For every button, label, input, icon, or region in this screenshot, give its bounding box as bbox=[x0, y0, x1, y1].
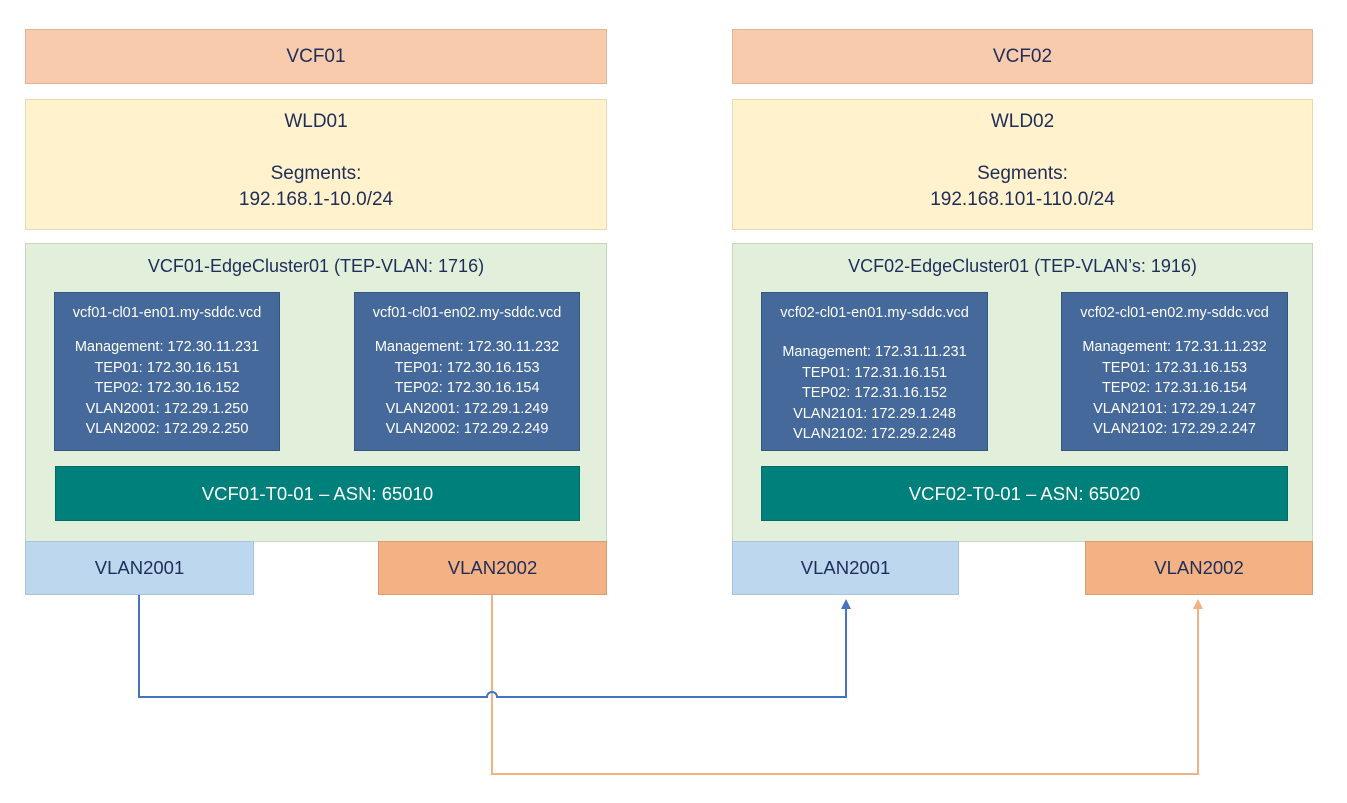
t0-gateway-label: VCF02-T0-01 – ASN: 65020 bbox=[908, 482, 1141, 504]
wld02-segments-label: Segments: bbox=[977, 163, 1068, 184]
vcf01-box: VCF01 bbox=[25, 29, 607, 84]
edge-node-tep01: TEP01: 172.31.16.151 bbox=[801, 364, 948, 381]
edge-node-vlan-a: VLAN2101: 172.29.1.247 bbox=[1093, 400, 1256, 417]
edge-node-vcf02-en02: vcf02-cl01-en02.my-sddc.vcd Management: … bbox=[1061, 292, 1288, 451]
vlan2001-box-vcf02: VLAN2001 bbox=[732, 541, 959, 595]
edge-node-host: vcf02-cl01-en02.my-sddc.vcd bbox=[1080, 305, 1269, 321]
edge-node-vlan-b: VLAN2002: 172.29.2.250 bbox=[85, 421, 249, 437]
edge-node-tep01: TEP01: 172.30.16.151 bbox=[94, 359, 240, 376]
edge-node-vlan-a: VLAN2101: 172.29.1.248 bbox=[793, 405, 956, 422]
vlan2001-box-vcf01: VLAN2001 bbox=[25, 541, 254, 595]
wld02-segments-value: 192.168.101-110.0/24 bbox=[930, 189, 1115, 210]
edge-node-host: vcf02-cl01-en01.my-sddc.vcd bbox=[780, 305, 969, 321]
edge-node-vcf01-en02: vcf01-cl01-en02.my-sddc.vcd Management: … bbox=[354, 292, 580, 451]
vlan-label: VLAN2002 bbox=[447, 557, 538, 578]
edge-node-host: vcf01-cl01-en02.my-sddc.vcd bbox=[372, 305, 562, 321]
edge-node-vcf02-en01: vcf02-cl01-en01.my-sddc.vcd Management: … bbox=[761, 292, 988, 451]
edge-cluster-01-title: VCF01-EdgeCluster01 (TEP-VLAN: 1716) bbox=[147, 256, 485, 276]
edge-node-host: vcf01-cl01-en01.my-sddc.vcd bbox=[72, 305, 262, 321]
edge-node-management: Management: 172.30.11.231 bbox=[74, 339, 260, 355]
t0-gateway-vcf02: VCF02-T0-01 – ASN: 65020 bbox=[761, 466, 1288, 521]
vcf01-label: VCF01 bbox=[286, 45, 346, 67]
vlan2002-box-vcf02: VLAN2002 bbox=[1085, 541, 1313, 595]
edge-node-tep02: TEP02: 172.30.16.154 bbox=[394, 380, 540, 396]
vcf02-box: VCF02 bbox=[732, 29, 1313, 84]
edge-node-tep01: TEP01: 172.30.16.153 bbox=[394, 359, 540, 376]
edge-node-tep02: TEP02: 172.31.16.152 bbox=[801, 385, 948, 401]
wld01-box: WLD01 Segments: 192.168.1-10.0/24 bbox=[25, 99, 607, 230]
edge-node-management: Management: 172.31.11.231 bbox=[782, 344, 967, 360]
edge-node-tep02: TEP02: 172.30.16.152 bbox=[94, 380, 240, 396]
vlan2002-link-line bbox=[491, 595, 1203, 775]
edge-node-tep01: TEP01: 172.31.16.153 bbox=[1101, 359, 1248, 376]
vlan-label: VLAN2001 bbox=[800, 557, 891, 578]
edge-cluster-02-title: VCF02-EdgeCluster01 (TEP-VLAN’s: 1916) bbox=[848, 256, 1197, 276]
t0-gateway-vcf01: VCF01-T0-01 – ASN: 65010 bbox=[55, 466, 580, 521]
wld01-segments-value: 192.168.1-10.0/24 bbox=[238, 189, 394, 210]
edge-node-vlan-b: VLAN2002: 172.29.2.249 bbox=[385, 421, 549, 437]
edge-node-management: Management: 172.31.11.232 bbox=[1082, 339, 1267, 355]
edge-node-tep02: TEP02: 172.31.16.154 bbox=[1101, 380, 1248, 396]
vlan2001-link-line bbox=[138, 595, 851, 698]
edge-node-vlan-b: VLAN2102: 172.29.2.248 bbox=[793, 426, 956, 442]
wld01-label: WLD01 bbox=[284, 111, 348, 132]
edge-node-management: Management: 172.30.11.232 bbox=[374, 339, 560, 355]
vcf02-label: VCF02 bbox=[992, 45, 1053, 67]
edge-node-vcf01-en01: vcf01-cl01-en01.my-sddc.vcd Management: … bbox=[54, 292, 280, 451]
edge-node-vlan-a: VLAN2001: 172.29.1.250 bbox=[85, 400, 249, 417]
vlan-label: VLAN2002 bbox=[1154, 557, 1244, 578]
wld02-box: WLD02 Segments: 192.168.101-110.0/24 bbox=[732, 99, 1313, 230]
vlan-label: VLAN2001 bbox=[94, 557, 185, 578]
wld01-segments-label: Segments: bbox=[270, 163, 362, 184]
wld02-label: WLD02 bbox=[990, 111, 1055, 132]
edge-node-vlan-b: VLAN2102: 172.29.2.247 bbox=[1093, 421, 1256, 437]
edge-node-vlan-a: VLAN2001: 172.29.1.249 bbox=[385, 400, 549, 417]
t0-gateway-label: VCF01-T0-01 – ASN: 65010 bbox=[201, 482, 434, 504]
vlan2002-box-vcf01: VLAN2002 bbox=[378, 541, 607, 595]
